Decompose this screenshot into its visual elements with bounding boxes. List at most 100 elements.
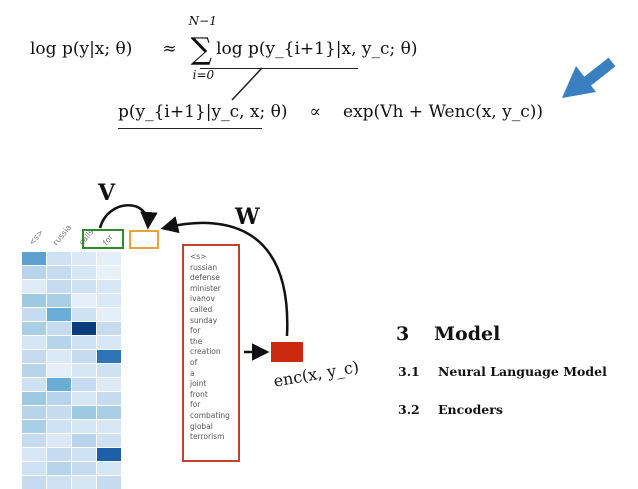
heatmap-cell: [22, 350, 46, 363]
input-word: of: [190, 357, 198, 367]
subsection-title-2: Encoders: [438, 402, 503, 417]
heatmap-cell: [22, 420, 46, 433]
subsection-number-2: 3.2: [398, 402, 420, 417]
heatmap-cell: [47, 406, 71, 419]
input-word: creation: [190, 347, 221, 357]
eq-connector: [231, 67, 263, 101]
v-arrow: [98, 204, 158, 230]
heatmap-cell: [97, 294, 121, 307]
input-word: front: [190, 389, 208, 399]
heatmap-cell: [72, 420, 96, 433]
heatmap-cell: [22, 308, 46, 321]
heatmap-cell: [47, 364, 71, 377]
heatmap-cell: [72, 378, 96, 391]
input-word: a: [190, 368, 195, 378]
heatmap-cell: [72, 294, 96, 307]
heatmap-cell: [97, 336, 121, 349]
heatmap-cell: [47, 252, 71, 265]
input-word: sunday: [190, 315, 218, 325]
heatmap-cell: [97, 364, 121, 377]
heatmap-cell: [47, 336, 71, 349]
heatmap-cell: [72, 462, 96, 475]
heatmap-cell: [47, 350, 71, 363]
context-window-box: [82, 229, 124, 249]
heatmap-cell: [72, 280, 96, 293]
input-word: joint: [190, 379, 207, 389]
heatmap-cell: [47, 420, 71, 433]
heatmap-cell: [72, 322, 96, 335]
encoder-output-box: [271, 342, 303, 362]
heatmap-cell: [97, 392, 121, 405]
heatmap-cell: [47, 448, 71, 461]
input-word: combating: [190, 410, 230, 420]
heatmap-cell: [47, 392, 71, 405]
heatmap-cell: [47, 266, 71, 279]
eq2-lhs: p(y_{i+1}|y_c, x; θ): [118, 102, 288, 122]
next-word-box: [129, 230, 159, 249]
heatmap-cell: [97, 462, 121, 475]
heatmap-cell: [22, 364, 46, 377]
heatmap-cell: [97, 378, 121, 391]
heatmap-cell: [47, 308, 71, 321]
heatmap-cell: [72, 434, 96, 447]
heatmap-cell: [72, 252, 96, 265]
heatmap-cell: [97, 308, 121, 321]
heatmap-cell: [22, 336, 46, 349]
section-title: Model: [434, 323, 501, 345]
diagram-arrows: [98, 57, 616, 361]
label-w: W: [235, 204, 260, 230]
eq2-rhs: exp(Vh + Wenc(x, y_c)): [343, 102, 543, 122]
heatmap-cell: [47, 378, 71, 391]
heatmap-cell: [22, 280, 46, 293]
heatmap-cell: [47, 294, 71, 307]
input-word: minister: [190, 283, 221, 293]
heatmap-cell: [72, 448, 96, 461]
blue-pointer-arrow-icon: [562, 57, 616, 98]
heatmap-cell: [72, 266, 96, 279]
w-arrow: [160, 216, 289, 337]
heatmap-cell: [47, 434, 71, 447]
input-word: <s>: [190, 252, 207, 261]
label-v: V: [98, 180, 116, 206]
heatmap-cell: [72, 350, 96, 363]
heatmap-cell: [97, 406, 121, 419]
input-word: for: [190, 326, 201, 336]
eq1-underline: [200, 68, 358, 69]
subsection-title-1: Neural Language Model: [438, 364, 607, 379]
heatmap-cell: [22, 378, 46, 391]
input-word: russian: [190, 262, 218, 272]
heatmap-cell: [22, 462, 46, 475]
attention-heatmap: [22, 252, 121, 489]
subsection-heading-2: 3.2 Encoders: [398, 402, 503, 417]
input-word: global: [190, 421, 213, 431]
eq1-lhs: log p(y|x; θ): [30, 39, 133, 59]
heatmap-cell: [22, 266, 46, 279]
input-word: the: [190, 336, 203, 346]
heatmap-cell: [47, 280, 71, 293]
sum-upper-limit: N−1: [188, 14, 217, 28]
section-heading: 3 Model: [396, 323, 500, 345]
heatmap-cell: [97, 448, 121, 461]
heatmap-cell: [97, 420, 121, 433]
input-word: defense: [190, 273, 220, 283]
input-word: ivanov: [190, 294, 215, 304]
heatmap-cell: [22, 294, 46, 307]
equation-line-2: p(y_{i+1}|y_c, x; θ)∝exp(Vh + Wenc(x, y_…: [118, 102, 543, 122]
input-word: terrorism: [190, 432, 225, 442]
heatmap-cell: [22, 252, 46, 265]
heatmap-cell: [97, 434, 121, 447]
heatmap-cell: [97, 280, 121, 293]
heatmap-cell: [22, 448, 46, 461]
heatmap-cell: [97, 252, 121, 265]
input-word: called: [190, 304, 213, 314]
heatmap-cell: [22, 322, 46, 335]
heatmap-cell: [97, 266, 121, 279]
heatmap-cell: [72, 392, 96, 405]
heatmap-cell: [47, 322, 71, 335]
heatmap-cell: [47, 462, 71, 475]
section-number: 3: [396, 323, 410, 345]
eq2-underline: [118, 128, 262, 129]
